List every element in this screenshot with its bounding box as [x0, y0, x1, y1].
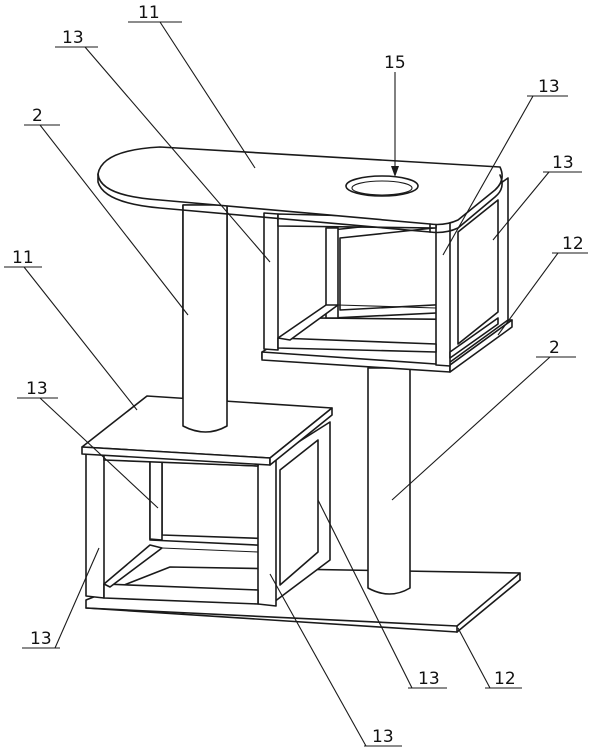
leader-lines	[4, 21, 588, 747]
label-hole: 15	[384, 53, 406, 73]
label-lower-frame-right: 13	[418, 669, 440, 689]
label-top-platform: 11	[138, 3, 160, 23]
label-top-frame-right-a: 13	[538, 77, 560, 97]
top-platform	[97, 146, 503, 234]
hole-15	[345, 175, 419, 197]
label-top-tray: 12	[562, 234, 584, 254]
reference-labels: 11 13 15 13 13 2 12 11 2 13 13 12 13 13	[12, 3, 584, 747]
upper-post-upper-section	[182, 204, 228, 433]
label-base-plate: 12	[494, 669, 516, 689]
label-lower-platform: 11	[12, 248, 34, 268]
label-lower-post: 2	[549, 338, 560, 358]
lower-platform	[81, 395, 333, 466]
label-upper-post: 2	[32, 106, 43, 126]
label-lower-frame-bottom: 13	[372, 727, 394, 747]
label-lower-frame-inner: 13	[26, 379, 48, 399]
base-plate	[85, 566, 521, 633]
lower-post	[367, 367, 411, 595]
upper-box-frame	[263, 177, 509, 367]
label-lower-frame-left: 13	[30, 629, 52, 649]
label-top-frame-right-b: 13	[552, 153, 574, 173]
label-top-frame-left: 13	[62, 28, 84, 48]
